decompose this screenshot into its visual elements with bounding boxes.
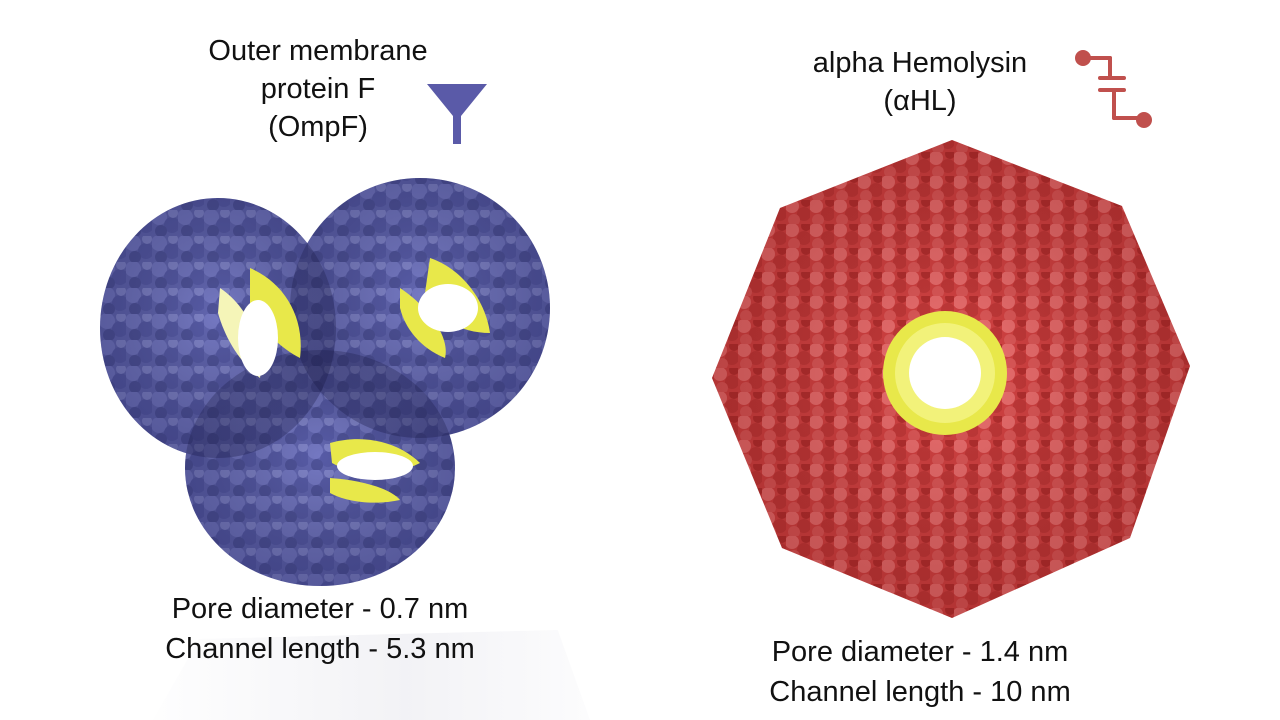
- ahl-title: alpha Hemolysin (αHL): [812, 47, 1028, 117]
- ahl-stats: Pore diameter - 1.4 nm Channel length - …: [710, 632, 1130, 712]
- ahl-pore-diameter: Pore diameter - 1.4 nm: [771, 636, 1069, 668]
- ompf-channel-length: Channel length - 5.3 nm: [165, 633, 475, 665]
- ompf-pore-left: [218, 268, 301, 378]
- ompf-panel: Outer membrane protein F (OmpF): [60, 0, 600, 720]
- ompf-trimer: [100, 178, 550, 586]
- ompf-pore-bottom: [330, 439, 420, 503]
- ompf-pore-right: [400, 258, 490, 358]
- ompf-pore-diameter: Pore diameter - 0.7 nm: [171, 593, 469, 625]
- funnel-icon: [427, 84, 487, 144]
- ompf-title: Outer membrane protein F (OmpF): [208, 35, 428, 143]
- ahl-panel: alpha Hemolysin (αHL): [660, 0, 1240, 720]
- ahl-pore: [883, 311, 1007, 435]
- ahl-channel-length: Channel length - 10 nm: [769, 676, 1071, 708]
- ompf-structure: [100, 178, 550, 586]
- channel-icon: [1075, 50, 1152, 128]
- ahl-structure: [712, 140, 1190, 618]
- background-shade: [153, 630, 590, 720]
- ompf-stats: Pore diameter - 0.7 nm Channel length - …: [110, 589, 530, 669]
